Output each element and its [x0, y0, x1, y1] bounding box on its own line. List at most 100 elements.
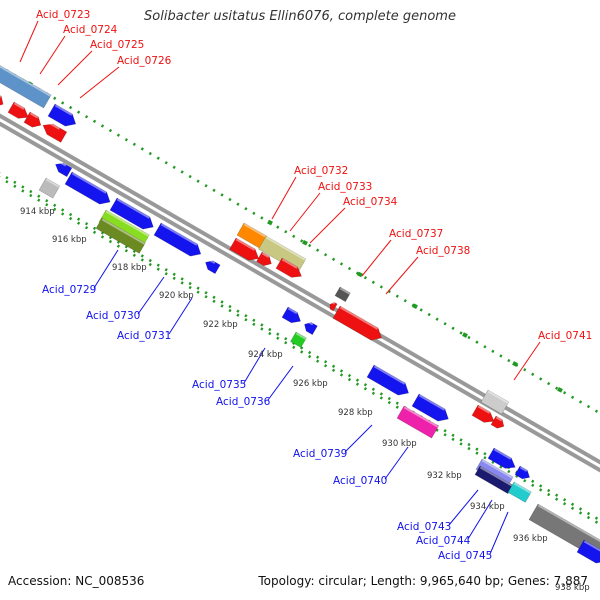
gene-feature[interactable] — [411, 393, 452, 425]
gene-label-acid-0726: Acid_0726 — [117, 55, 172, 67]
label-leaders — [19, 20, 541, 555]
genome-backbone — [0, 113, 600, 473]
gene-arrow[interactable] — [366, 364, 412, 399]
leader-line — [384, 446, 409, 480]
gene-arrow[interactable] — [0, 61, 52, 109]
gene-feature[interactable] — [275, 257, 305, 281]
gene-arrow[interactable] — [411, 393, 452, 425]
gene-feature[interactable] — [7, 101, 31, 122]
gene-feature[interactable] — [53, 160, 73, 178]
gene-highlight — [493, 448, 512, 460]
gene-feature[interactable] — [203, 258, 221, 275]
gene-arrow[interactable] — [229, 237, 262, 264]
gene-feature[interactable] — [95, 217, 146, 254]
major-tick — [302, 239, 308, 246]
gene-highlight — [339, 287, 351, 295]
gene-highlight — [54, 104, 73, 116]
leader-line — [137, 276, 165, 315]
gene-feature[interactable] — [487, 447, 518, 472]
scale-label: 920 kbp — [159, 291, 194, 301]
gene-feature[interactable] — [153, 222, 204, 260]
gene-feature[interactable] — [109, 197, 157, 233]
gene-arrow[interactable] — [507, 481, 532, 503]
scale-label: 926 kbp — [293, 379, 328, 389]
gene-feature[interactable] — [334, 286, 351, 303]
gene-arrow[interactable] — [0, 91, 6, 109]
gene-arrow[interactable] — [514, 465, 532, 482]
gene-feature[interactable] — [471, 404, 497, 426]
gene-arrow[interactable] — [203, 258, 221, 275]
gene-arrow[interactable] — [334, 286, 351, 303]
gene-features[interactable] — [0, 61, 600, 567]
gene-feature[interactable] — [480, 389, 510, 415]
gene-feature[interactable] — [23, 111, 44, 130]
scale-label: 918 kbp — [112, 263, 147, 273]
gene-feature[interactable] — [229, 237, 262, 264]
gene-arrow[interactable] — [47, 103, 79, 130]
gene-feature[interactable] — [366, 364, 412, 399]
gene-arrow[interactable] — [290, 331, 307, 348]
gene-highlight — [207, 258, 216, 264]
gene-label-acid-0725: Acid_0725 — [90, 39, 144, 51]
scale-label: 932 kbp — [427, 471, 462, 481]
gene-arrow[interactable] — [490, 415, 506, 431]
gene-arrow[interactable] — [275, 257, 305, 281]
gene-feature[interactable] — [40, 120, 68, 143]
gene-label-acid-0745: Acid_0745 — [438, 550, 492, 562]
gene-feature[interactable] — [507, 481, 532, 503]
scale-label: 934 kbp — [470, 502, 505, 512]
gene-feature[interactable] — [281, 306, 304, 326]
gene-feature[interactable] — [38, 177, 61, 199]
gene-feature[interactable] — [290, 331, 307, 348]
scale-label: 936 kbp — [513, 534, 548, 544]
leader-line — [93, 249, 119, 289]
gene-arrow[interactable] — [109, 197, 157, 233]
gene-arrow[interactable] — [281, 306, 304, 326]
tick-track — [0, 176, 600, 526]
gene-feature[interactable] — [490, 415, 506, 431]
gene-arrow[interactable] — [38, 177, 61, 199]
gene-label-acid-0732: Acid_0732 — [294, 165, 348, 177]
gene-arrow[interactable] — [7, 101, 31, 122]
gene-feature[interactable] — [332, 305, 385, 344]
scale-label: 938 kbp — [555, 583, 590, 593]
gene-feature[interactable] — [0, 61, 52, 109]
gene-highlight — [105, 210, 150, 237]
gene-arrow[interactable] — [471, 404, 497, 426]
leader-line — [57, 50, 93, 86]
gene-arrow[interactable] — [487, 447, 518, 472]
gene-feature[interactable] — [302, 320, 318, 336]
gene-feature[interactable] — [47, 103, 79, 130]
gene-highlight — [243, 223, 267, 238]
gene-arrow[interactable] — [328, 301, 338, 312]
gene-label-acid-0729: Acid_0729 — [42, 284, 96, 296]
gene-arrow[interactable] — [53, 160, 73, 178]
gene-arrow[interactable] — [302, 320, 318, 336]
gene-label-acid-0738: Acid_0738 — [416, 245, 470, 257]
gene-feature[interactable] — [0, 91, 6, 109]
scale-label: 914 kbp — [20, 207, 55, 217]
gene-feature[interactable] — [396, 405, 440, 439]
scale-label: 924 kbp — [248, 350, 283, 360]
gene-arrow[interactable] — [332, 305, 385, 344]
major-tick — [512, 361, 518, 367]
gene-arrow[interactable] — [153, 222, 204, 260]
gene-arrow[interactable] — [40, 120, 68, 143]
gene-highlight — [373, 365, 406, 385]
gene-feature[interactable] — [474, 465, 514, 495]
gene-feature[interactable] — [514, 465, 532, 482]
gene-arrow[interactable] — [480, 389, 510, 415]
gene-feature[interactable] — [328, 301, 338, 312]
gene-label-acid-0740: Acid_0740 — [333, 475, 387, 487]
gene-arrow[interactable] — [474, 465, 514, 495]
major-tick — [557, 387, 563, 393]
gene-feature[interactable] — [256, 251, 275, 269]
gene-arrow[interactable] — [256, 251, 275, 269]
gene-arrow[interactable] — [23, 111, 44, 130]
gene-feature[interactable] — [64, 171, 114, 208]
gene-highlight — [519, 466, 528, 472]
gene-arrow[interactable] — [396, 405, 440, 439]
gene-arrow[interactable] — [95, 217, 146, 254]
gene-arrow[interactable] — [64, 171, 114, 208]
gene-highlight — [261, 252, 270, 258]
